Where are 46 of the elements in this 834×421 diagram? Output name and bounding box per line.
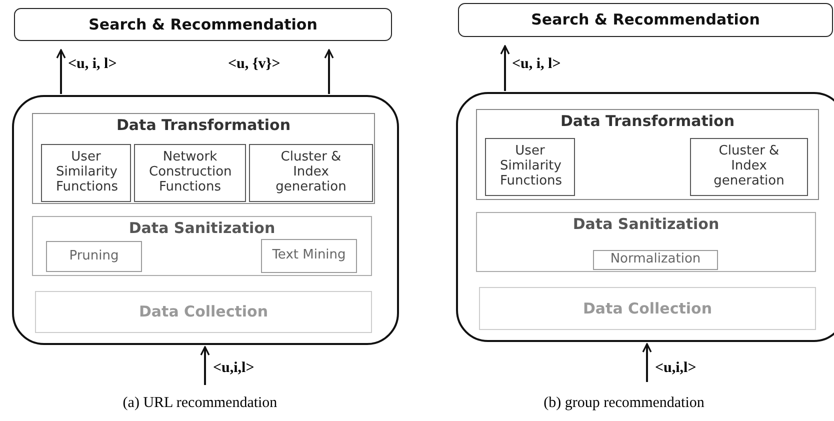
arrow	[56, 49, 66, 94]
edge-label: <u, i, l>	[512, 56, 561, 73]
module-box	[249, 144, 373, 202]
module-label: Normalization	[609, 252, 702, 268]
layer-title: Data Sanitization	[572, 216, 720, 234]
module-label: Network Construction Functions	[148, 150, 233, 196]
output-box	[14, 8, 392, 41]
layer-title: Data Transformation	[559, 113, 736, 130]
module-label: User Similarity Functions	[499, 144, 564, 190]
arrow	[500, 45, 510, 91]
output-box	[458, 3, 833, 37]
box-title: Search & Recommendation	[88, 16, 318, 34]
module-label: Text Mining	[271, 248, 347, 264]
layer-box	[32, 216, 372, 276]
layer-title: Data Transformation	[115, 117, 292, 134]
layer-box	[476, 212, 816, 272]
module-box	[134, 144, 246, 202]
module-box	[46, 241, 142, 272]
module-label: Cluster & Index generation	[712, 144, 786, 190]
module-label: Cluster & Index generation	[274, 150, 348, 196]
edge-label: <u,i,l>	[213, 360, 254, 377]
module-box	[41, 144, 131, 202]
arrow	[200, 346, 210, 385]
layer-title: Data Collection	[138, 303, 270, 321]
layer-title: Data Collection	[582, 300, 714, 318]
layer-box	[32, 113, 375, 204]
edge-label: <u, {v}>	[228, 56, 280, 73]
figure-caption: (a) URL recommendation	[122, 395, 278, 412]
module-box	[261, 239, 357, 273]
layer-box	[479, 287, 816, 330]
layer-title: Data Sanitization	[128, 220, 276, 238]
layer-box	[476, 109, 819, 200]
arrow	[324, 49, 334, 94]
edge-label: <u,i,l>	[655, 360, 696, 377]
module-box	[690, 138, 808, 196]
arrow	[642, 343, 652, 382]
module-box	[485, 138, 575, 196]
system-frame	[12, 95, 399, 345]
module-label: User Similarity Functions	[55, 150, 120, 196]
edge-label: <u, i, l>	[68, 56, 117, 73]
module-label: Pruning	[68, 249, 120, 264]
layer-box	[35, 291, 372, 333]
system-frame	[456, 92, 834, 342]
box-title: Search & Recommendation	[530, 11, 761, 29]
figure-caption: (b) group recommendation	[542, 395, 706, 412]
module-box	[593, 250, 718, 270]
